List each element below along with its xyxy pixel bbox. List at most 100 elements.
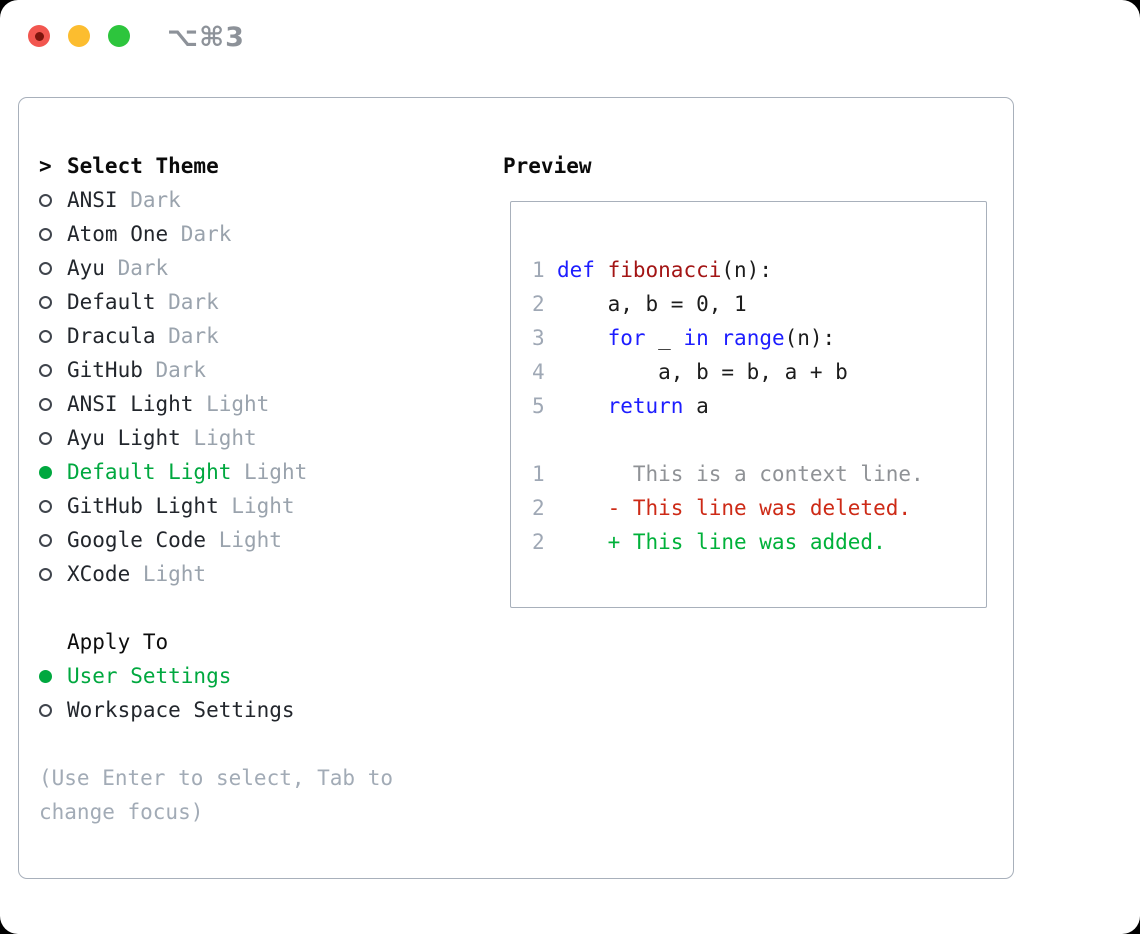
radio-marker-col <box>39 392 67 416</box>
code-token: a, b = b, a + b <box>557 360 848 384</box>
radio-unselected-icon <box>39 296 52 309</box>
theme-name-label: Google Code <box>67 528 207 552</box>
theme-variant-label: Dark <box>142 358 207 382</box>
code-line: 5 return a <box>511 389 986 423</box>
code-line: 3 for _ in range(n): <box>511 321 986 355</box>
code-token: a <box>683 394 709 418</box>
code-token: fibonacci <box>607 258 722 282</box>
line-number: 4 <box>532 360 545 384</box>
theme-option-ayu[interactable]: Ayu Dark <box>39 251 489 285</box>
titlebar: ⌥⌘3 <box>0 0 1140 75</box>
radio-marker-col <box>39 256 67 280</box>
theme-name-label: ANSI <box>67 188 118 212</box>
radio-marker-col <box>39 188 67 212</box>
theme-option-ayu-light[interactable]: Ayu Light Light <box>39 421 489 455</box>
code-token <box>557 326 608 350</box>
radio-marker-col <box>39 562 67 586</box>
theme-variant-label: Dark <box>168 222 232 246</box>
theme-variant-label: Light <box>231 460 308 484</box>
theme-variant-label: Light <box>218 494 295 518</box>
radio-marker-col <box>39 460 67 484</box>
line-number: 1 <box>532 258 545 282</box>
theme-variant-label: Dark <box>117 188 181 212</box>
code-token: + This line was added. <box>557 530 886 554</box>
apply-option-workspace-settings[interactable]: Workspace Settings <box>39 693 489 727</box>
code-token: return <box>607 394 684 418</box>
select-theme-header: > Select Theme <box>39 149 489 183</box>
code-token: def <box>557 258 595 282</box>
theme-name-label: Ayu Light <box>67 426 181 450</box>
radio-marker-col <box>39 290 67 314</box>
theme-option-atom-one[interactable]: Atom One Dark <box>39 217 489 251</box>
radio-unselected-icon <box>39 330 52 343</box>
radio-marker-col <box>39 426 67 450</box>
code-line <box>511 423 986 457</box>
code-token: This is a context line. <box>557 462 924 486</box>
window-shortcut-label: ⌥⌘3 <box>167 22 245 53</box>
theme-option-ansi-light[interactable]: ANSI Light Light <box>39 387 489 421</box>
code-token: a, b = 0, 1 <box>557 292 747 316</box>
code-token <box>709 326 722 350</box>
theme-name-label: Default <box>67 290 156 314</box>
theme-option-github-light[interactable]: GitHub Light Light <box>39 489 489 523</box>
apply-option-user-settings[interactable]: User Settings <box>39 659 489 693</box>
code-token: in <box>683 326 709 350</box>
theme-option-ansi[interactable]: ANSI Dark <box>39 183 489 217</box>
spacer <box>39 727 489 761</box>
radio-unselected-icon <box>39 704 52 717</box>
code-token <box>595 258 608 282</box>
traffic-lights <box>28 25 130 47</box>
radio-selected-icon <box>39 670 52 683</box>
select-theme-header-label: Select Theme <box>67 154 219 178</box>
spacer <box>39 591 489 625</box>
theme-variant-label: Light <box>193 392 270 416</box>
close-button[interactable] <box>28 25 50 47</box>
code-line: 4 a, b = b, a + b <box>511 355 986 389</box>
radio-marker-col <box>39 222 67 246</box>
minimize-button[interactable] <box>68 25 90 47</box>
radio-unselected-icon <box>39 398 52 411</box>
radio-marker-col <box>39 494 67 518</box>
radio-unselected-icon <box>39 432 52 445</box>
radio-marker-col <box>39 664 67 688</box>
line-number: 2 <box>532 530 545 554</box>
theme-variant-label: Light <box>180 426 257 450</box>
radio-marker-col <box>39 528 67 552</box>
theme-variant-label: Dark <box>155 290 219 314</box>
code-token: (n): <box>784 326 836 350</box>
theme-option-default[interactable]: Default Dark <box>39 285 489 319</box>
close-dot-icon <box>34 31 44 41</box>
theme-option-xcode[interactable]: XCode Light <box>39 557 489 591</box>
apply-target-label: Workspace Settings <box>67 698 295 722</box>
theme-option-dracula[interactable]: Dracula Dark <box>39 319 489 353</box>
code-line: 2 a, b = 0, 1 <box>511 287 986 321</box>
radio-unselected-icon <box>39 568 52 581</box>
code-token: range <box>721 326 785 350</box>
theme-name-label: Default Light <box>67 460 232 484</box>
code-line: 2 + This line was added. <box>511 525 986 559</box>
hint-line-2: change focus) <box>39 800 204 824</box>
radio-marker-col <box>39 698 67 722</box>
code-token: _ <box>645 326 684 350</box>
hint-text: (Use Enter to select, Tab to change focu… <box>39 761 489 829</box>
theme-option-default-light[interactable]: Default Light Light <box>39 455 489 489</box>
cursor-marker: > <box>39 154 52 178</box>
radio-selected-icon <box>39 466 52 479</box>
code-token: (n): <box>721 258 772 282</box>
theme-option-github[interactable]: GitHub Dark <box>39 353 489 387</box>
theme-name-label: XCode <box>67 562 131 586</box>
zoom-button[interactable] <box>108 25 130 47</box>
code-token: for <box>607 326 646 350</box>
code-line: 1 This is a context line. <box>511 457 986 491</box>
code-token: - This line was deleted. <box>557 496 912 520</box>
radio-unselected-icon <box>39 534 52 547</box>
radio-unselected-icon <box>39 194 52 207</box>
theme-variant-label: Dark <box>155 324 219 348</box>
theme-option-google-code[interactable]: Google Code Light <box>39 523 489 557</box>
line-number: 5 <box>532 394 545 418</box>
line-number: 3 <box>532 326 545 350</box>
